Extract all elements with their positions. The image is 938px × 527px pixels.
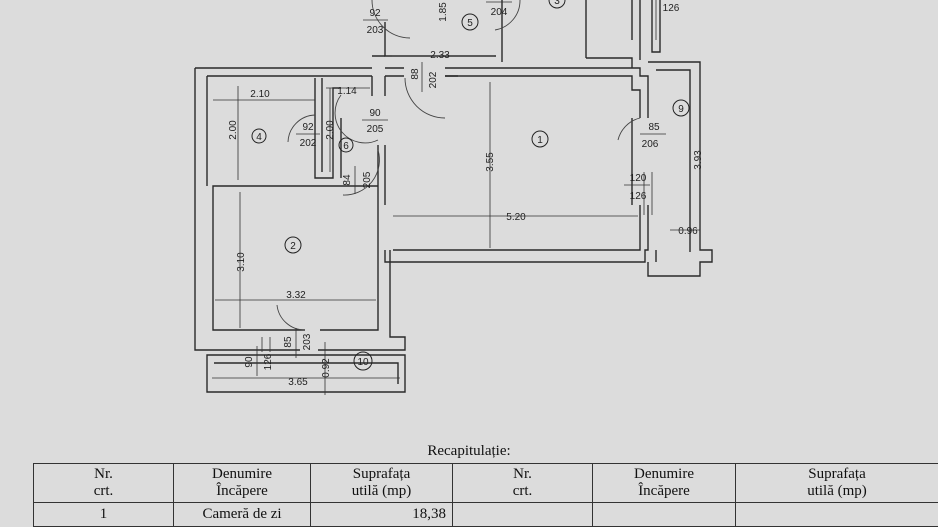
header-nr-2: Nr.crt. <box>452 463 593 503</box>
dim-0-96: 0.96 <box>678 226 698 237</box>
cell-denumire: Cameră de zi <box>173 502 311 527</box>
room-number-5: 5 <box>467 18 473 29</box>
dim-5-20: 5.20 <box>506 212 526 223</box>
dim-1-14: 1.14 <box>337 86 357 97</box>
floor-plan: 1 2 4 5 6 9 10 3 2.10 1.14 2.33 5.20 3.3… <box>194 0 713 395</box>
svg-text:90: 90 <box>369 108 381 119</box>
svg-text:206: 206 <box>642 139 659 150</box>
svg-text:90: 90 <box>244 356 255 368</box>
summary-title: Recapitulație: <box>427 443 511 459</box>
opening-85-203: 85 203 <box>283 328 313 358</box>
cell-suprafata: 18,38 <box>310 502 453 527</box>
room-number-10: 10 <box>357 357 369 368</box>
svg-text:202: 202 <box>428 71 439 88</box>
opening-88-202: 88 202 <box>410 62 439 92</box>
svg-text:205: 205 <box>362 171 373 188</box>
svg-text:126: 126 <box>630 191 647 202</box>
room-number-4: 4 <box>256 132 262 143</box>
dim-2-33: 2.33 <box>430 50 450 61</box>
room-number-9: 9 <box>678 104 684 115</box>
room-circles <box>251 0 690 371</box>
room-number-6: 6 <box>343 141 349 152</box>
room-number-1: 1 <box>537 135 543 146</box>
svg-text:92: 92 <box>369 8 381 19</box>
svg-text:92: 92 <box>302 122 314 133</box>
dimension-texts: 2.10 1.14 2.33 5.20 3.32 3.65 0.96 <box>250 50 698 388</box>
table-row: 1 Cameră de zi 18,38 <box>33 502 938 527</box>
dim-2-10: 2.10 <box>250 89 270 100</box>
svg-text:120: 120 <box>630 173 647 184</box>
svg-text:85: 85 <box>648 122 660 133</box>
dim-3-32: 3.32 <box>286 290 306 301</box>
cell-denumire-2 <box>592 502 736 527</box>
opening-92-203: 92 203 <box>363 8 388 36</box>
opening-126-top: 126 <box>663 3 680 14</box>
dim-3-65: 3.65 <box>288 377 308 388</box>
svg-text:84: 84 <box>342 174 353 186</box>
dim-2-00a: 2.00 <box>228 120 239 140</box>
svg-text:88: 88 <box>410 68 421 80</box>
svg-text:85: 85 <box>283 336 294 348</box>
window-marks <box>261 0 657 352</box>
dim-1-85: 1.85 <box>438 2 449 22</box>
dim-3-93: 3.93 <box>693 150 704 170</box>
svg-text:126: 126 <box>263 353 274 370</box>
opening-85-206: 85 206 <box>640 122 666 150</box>
svg-text:203: 203 <box>302 333 313 350</box>
dim-0-92: 0.92 <box>321 358 332 378</box>
room-numbers: 1 2 4 5 6 9 10 3 <box>256 0 684 368</box>
header-nr: Nr.crt. <box>33 463 174 503</box>
opening-120-126: 120 126 <box>624 173 650 202</box>
dim-3-10: 3.10 <box>236 252 247 272</box>
room-number-2: 2 <box>290 241 296 252</box>
dim-2-00b: 2.00 <box>325 120 336 140</box>
door-swings <box>276 0 641 331</box>
cell-suprafata-2 <box>735 502 938 527</box>
svg-text:203: 203 <box>367 25 384 36</box>
svg-text:205: 205 <box>367 124 384 135</box>
room-number-3: 3 <box>554 0 560 7</box>
vertical-dimension-texts: 2.00 2.00 1.85 3.55 3.93 3.10 0.92 <box>228 2 704 378</box>
opening-90-126: 90 126 <box>244 346 274 376</box>
opening-92-202: 92 202 <box>296 122 320 149</box>
svg-text:202: 202 <box>300 138 317 149</box>
opening-84-205: 84 205 <box>342 166 373 194</box>
dim-3-55: 3.55 <box>485 152 496 172</box>
svg-text:204: 204 <box>491 7 508 18</box>
dimension-lines <box>212 55 701 395</box>
opening-204: 204 <box>486 1 512 18</box>
cell-nr: 1 <box>33 502 174 527</box>
opening-90-205: 90 205 <box>362 108 388 135</box>
opening-labels: 92 203 204 126 88 202 90 205 92 202 84 2… <box>244 1 680 376</box>
cell-nr-2 <box>452 502 593 527</box>
